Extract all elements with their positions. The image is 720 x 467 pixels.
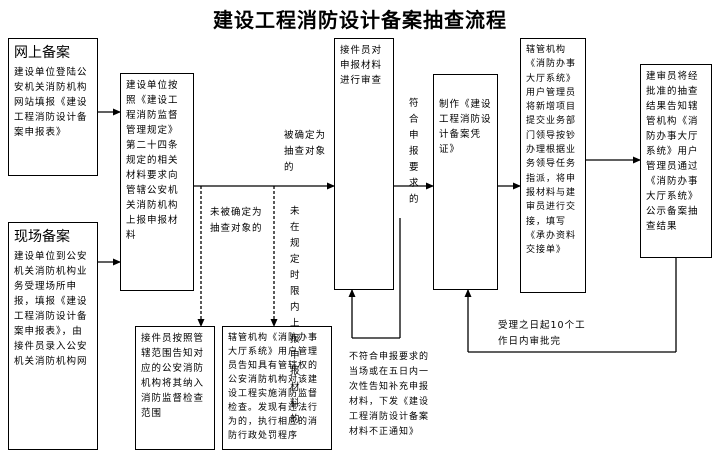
voucher-text: 制作《建设工程消防设计备案凭证》 [439, 99, 492, 155]
onsite-filing-heading: 现场备案 [14, 229, 70, 245]
label-ten-days: 受理之日起10个工作日内审批完 [498, 320, 586, 347]
online-filing-box: 网上备案 建设单位登陆公安机关消防机构网站填报《建设工程消防设计备案申报表》 [8, 38, 98, 176]
notify-result-text: 建审员将经批准的抽查结果告知辖管机构《消防办事大厅系统》用户管理员通过《消防办事… [646, 71, 699, 232]
late-submission-box: 辖管机构《消防办事大厅系统》用户管理员告知具有管辖权的公安消防机构对该建设工程实… [222, 326, 332, 450]
voucher-box: 制作《建设工程消防设计备案凭证》 [433, 74, 498, 290]
late-submission-text: 辖管机构《消防办事大厅系统》用户管理员告知具有管辖权的公安消防机构对该建设工程实… [228, 333, 319, 441]
notify-result-box: 建审员将经批准的抽查结果告知辖管机构《消防办事大厅系统》用户管理员通过《消防办事… [640, 64, 712, 258]
page-title: 建设工程消防设计备案抽查流程 [213, 8, 507, 32]
onsite-filing-text: 建设单位到公安机关消防机构业务受理场所申报，填报《建设工程消防设计备案申报表》，… [14, 251, 88, 367]
online-filing-text: 建设单位登陆公安机关消防机构网站填报《建设工程消防设计备案申报表》 [14, 67, 88, 138]
label-selected: 被确定为抽查对象的 [284, 130, 327, 173]
online-filing-heading: 网上备案 [14, 45, 70, 61]
submit-materials-text: 建设单位按照《建设工程消防监督管理规定》第二十四条规定的相关材料要求向管辖公安机… [126, 80, 179, 241]
system-processing-text: 辖管机构《消防办事大厅系统》用户管理员将新增项目提交业务部门领导按钞办理根据业务… [526, 45, 577, 256]
review-box: 接件员对申报材料进行审查 [334, 38, 394, 290]
not-selected-text: 接件员按照管辖范围告知对应的公安消防机构将其纳入消防监督检查范围 [141, 333, 205, 419]
system-processing-box: 辖管机构《消防办事大厅系统》用户管理员将新增项目提交业务部门领导按钞办理根据业务… [520, 38, 586, 293]
submit-materials-box: 建设单位按照《建设工程消防监督管理规定》第二十四条规定的相关材料要求向管辖公安机… [120, 73, 194, 291]
not-selected-box: 接件员按照管辖范围告知对应的公安消防机构将其纳入消防监督检查范围 [135, 326, 215, 450]
label-meets-requirements: 符合申报要求的 [409, 98, 420, 205]
review-text: 接件员对申报材料进行审查 [340, 45, 383, 86]
label-rejected: 不符合申报要求的当场或在五日内一次性告知补充申报材料，下发《建设工程消防设计备案… [349, 352, 430, 437]
label-late: 未在规定时限内上报申报材料的 [290, 206, 301, 425]
onsite-filing-box: 现场备案 建设单位到公安机关消防机构业务受理场所申报，填报《建设工程消防设计备案… [8, 222, 98, 450]
label-not-selected: 未被确定为抽查对象的 [210, 207, 263, 234]
